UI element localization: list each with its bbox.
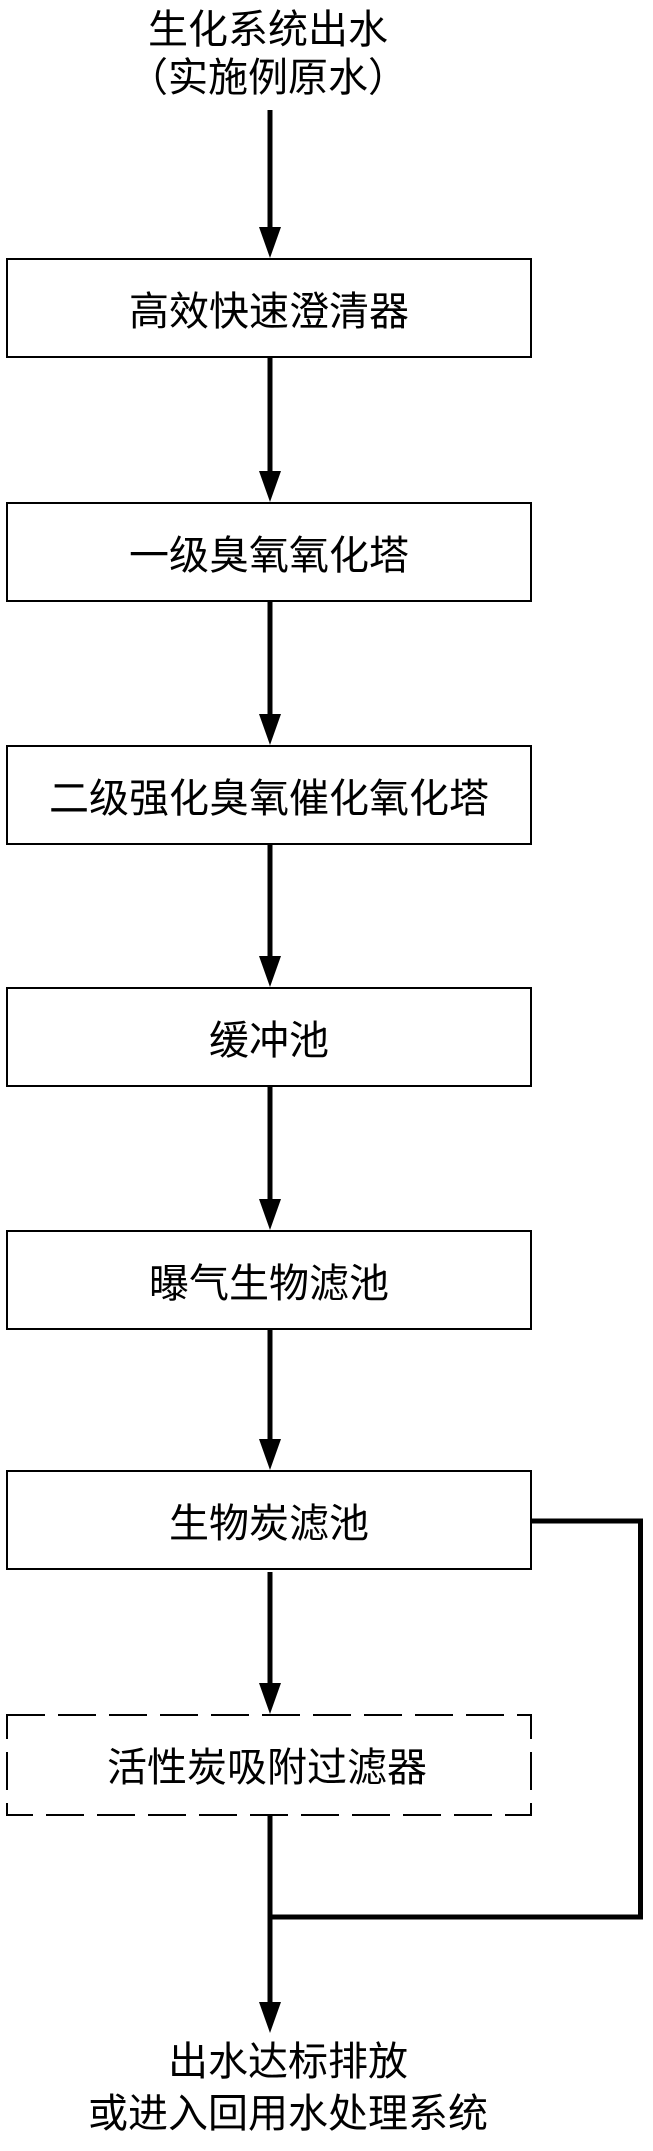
arrow-clarifier-to-ozone1: [259, 358, 281, 502]
process-box-buffer-tank: 缓冲池: [6, 987, 532, 1087]
process-box-label: 二级强化臭氧催化氧化塔: [49, 776, 489, 821]
process-box-activated-carbon-filter: 活性炭吸附过滤器: [6, 1714, 528, 1814]
process-box-label: 缓冲池: [209, 1018, 329, 1063]
outlet-label-line2: 或进入回用水处理系统: [88, 2091, 488, 2136]
source-label-line2: （实施例原水）: [128, 55, 408, 100]
arrow-source-to-clarifier: [259, 110, 281, 258]
outlet-label: 出水达标排放 或进入回用水处理系统: [2, 2036, 574, 2140]
process-box-ozone-tower-1: 一级臭氧氧化塔: [6, 502, 532, 602]
source-label-line1: 生化系统出水: [148, 7, 388, 52]
process-box-label: 生物炭滤池: [169, 1501, 369, 1546]
outlet-label-line1: 出水达标排放: [168, 2039, 408, 2084]
arrow-ozone1-to-ozone2: [259, 602, 281, 745]
process-box-label: 曝气生物滤池: [149, 1261, 389, 1306]
process-box-aerated-biofilter: 曝气生物滤池: [6, 1230, 532, 1330]
process-box-biochar-filter: 生物炭滤池: [6, 1470, 532, 1570]
arrow-biofilter-to-biochar: [259, 1330, 281, 1470]
arrow-biochar-to-carbon-filter: [259, 1572, 281, 1714]
process-box-ozone-tower-2: 二级强化臭氧催化氧化塔: [6, 745, 532, 845]
arrow-to-outlet: [259, 1815, 281, 2033]
process-box-clarifier: 高效快速澄清器: [6, 258, 532, 358]
source-label: 生化系统出水 （实施例原水）: [0, 6, 536, 102]
process-box-label: 一级臭氧氧化塔: [129, 533, 409, 578]
arrow-ozone2-to-buffer: [259, 845, 281, 987]
arrow-buffer-to-biofilter: [259, 1087, 281, 1230]
process-box-label: 高效快速澄清器: [129, 289, 409, 334]
process-box-label: 活性炭吸附过滤器: [107, 1745, 427, 1790]
